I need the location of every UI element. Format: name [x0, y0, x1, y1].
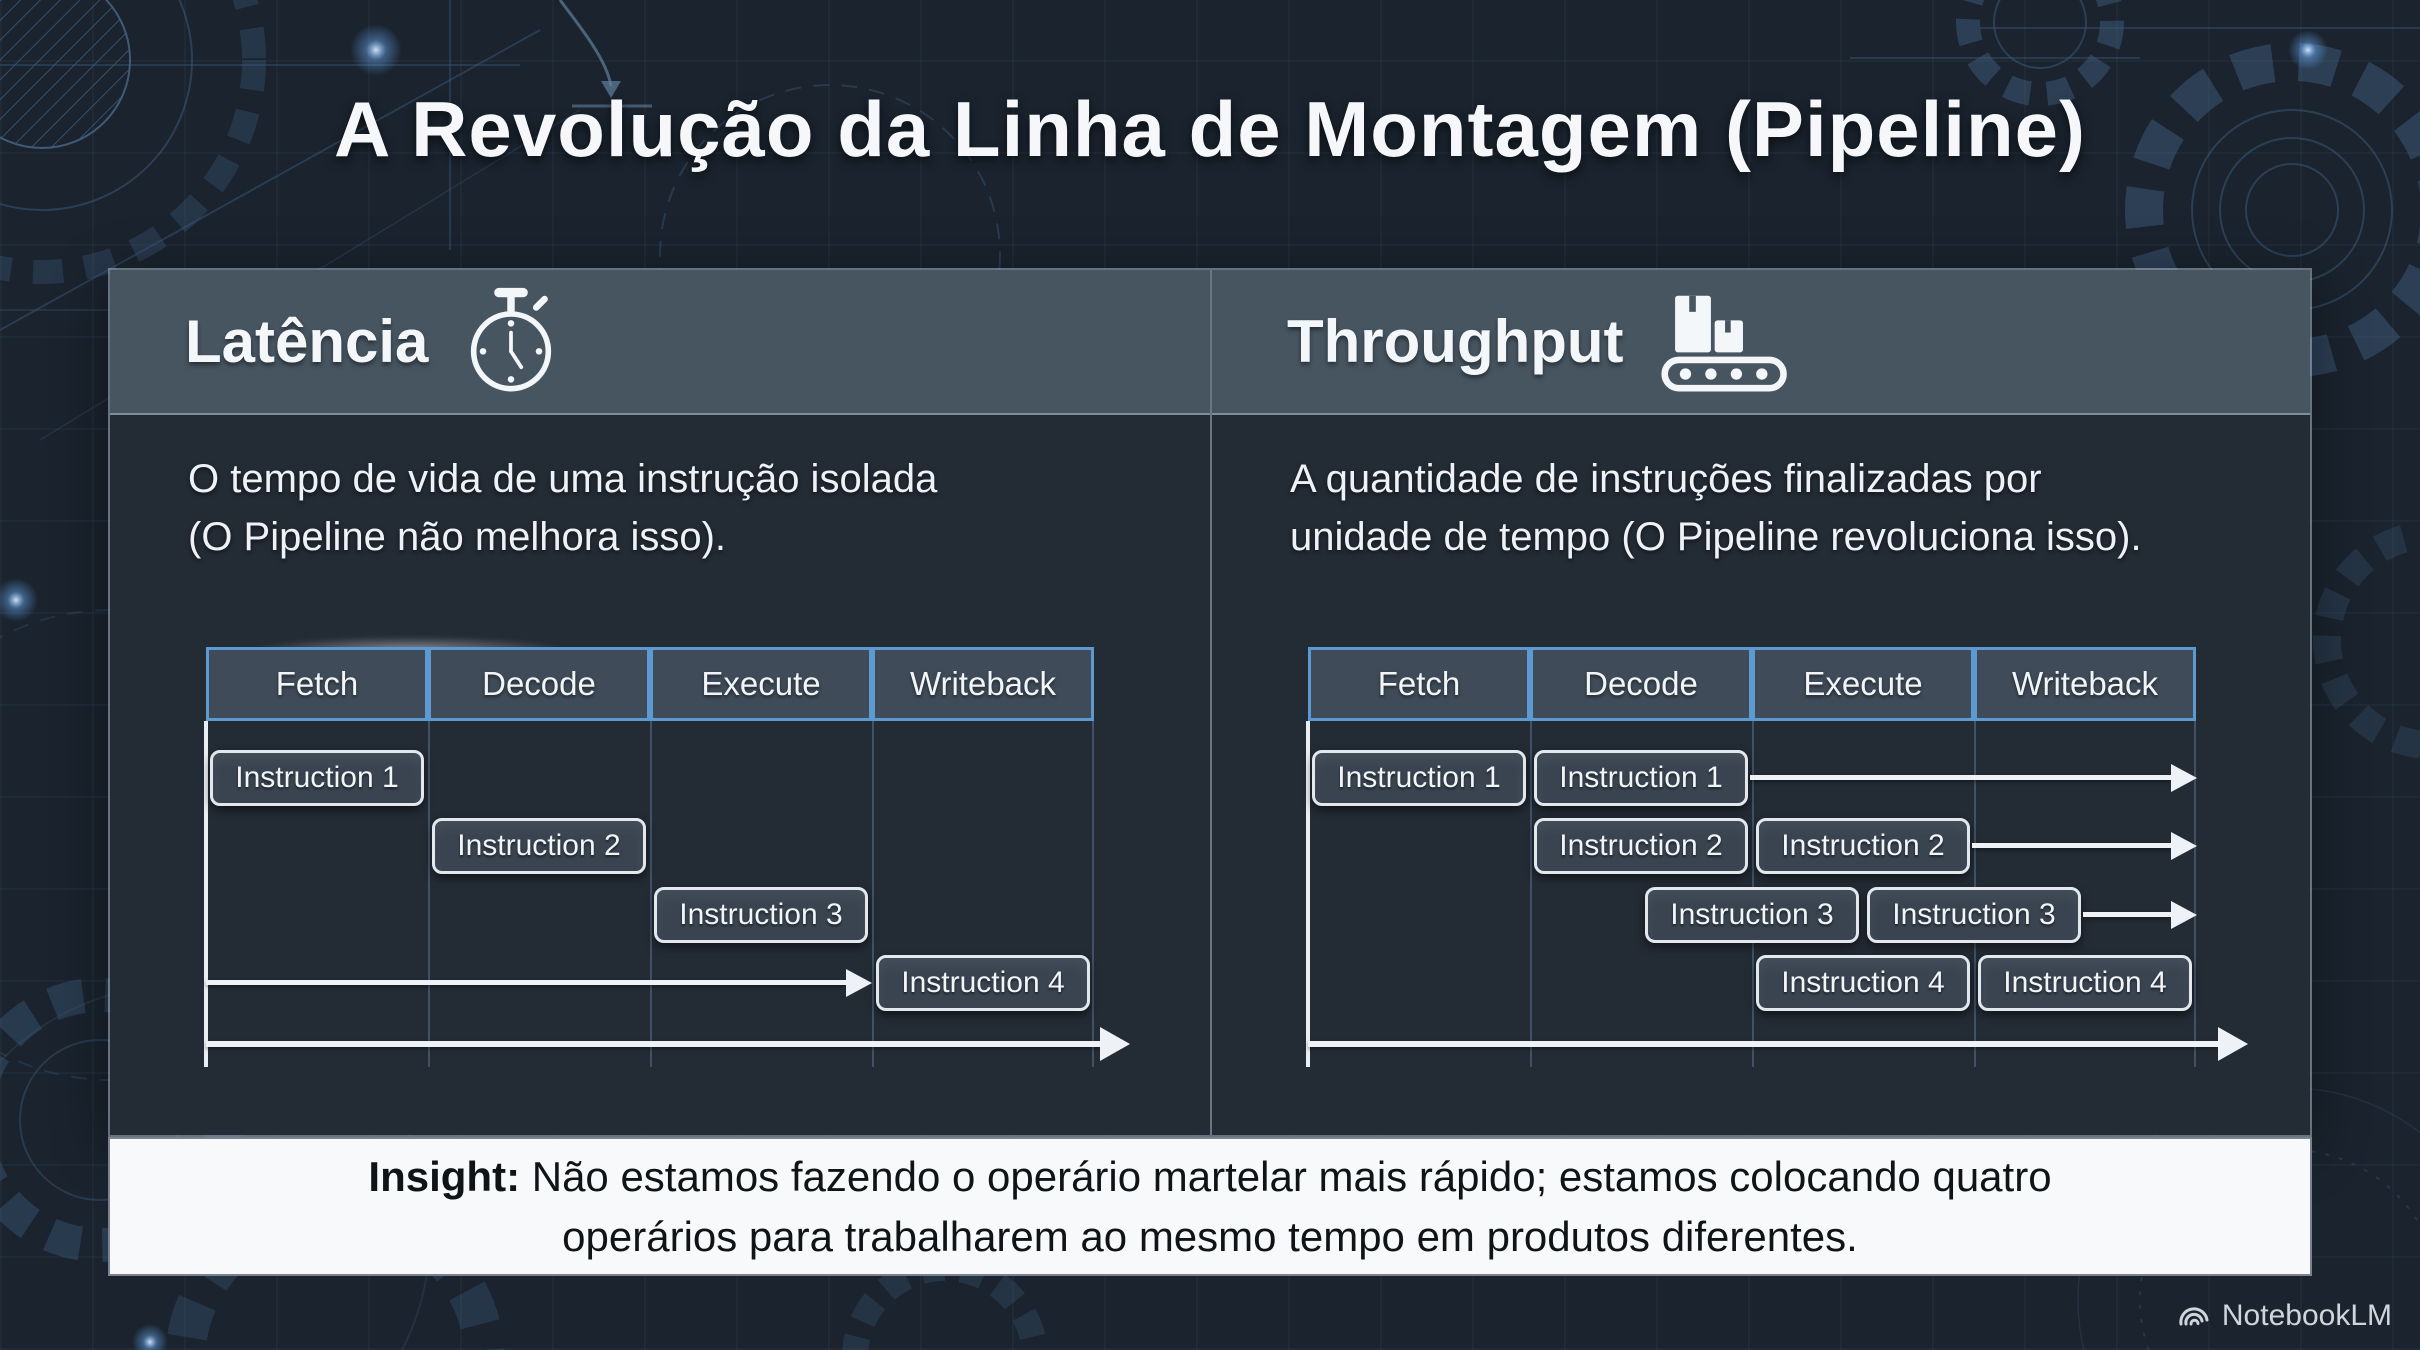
- notebooklm-logo: [2179, 1307, 2209, 1326]
- instruction-box: Instruction 3: [1645, 887, 1859, 943]
- instruction-box: Instruction 4: [1756, 955, 1970, 1011]
- throughput-panel: Throughput: [1210, 270, 2310, 1135]
- throughput-header: Throughput: [1212, 270, 2310, 415]
- throughput-stage-header: Fetch Decode Execute Writeback: [1308, 647, 2196, 721]
- time-axis-arrow: [1308, 1041, 2218, 1047]
- timeline-axis: [1306, 721, 1310, 1067]
- instruction-box: Instruction 4: [1978, 955, 2192, 1011]
- throughput-title: Throughput: [1287, 308, 1624, 375]
- instruction-box: Instruction 1: [1312, 750, 1526, 806]
- column-divider: [428, 721, 430, 1067]
- latency-panel: Latência O: [110, 270, 1210, 1135]
- latency-timeline: Instruction 1 Instruction 2 Instruction …: [204, 721, 1100, 1067]
- throughput-description-line2: unidade de tempo (O Pipeline revoluciona…: [1290, 515, 2142, 559]
- latency-description: O tempo de vida de uma instrução isolada…: [188, 450, 937, 566]
- pipeline-flow-arrow: [1972, 843, 2171, 848]
- column-divider: [2194, 721, 2196, 1067]
- throughput-description-line1: A quantidade de instruções finalizadas p…: [1290, 457, 2042, 501]
- throughput-description: A quantidade de instruções finalizadas p…: [1290, 450, 2142, 566]
- instruction-box: Instruction 4: [876, 955, 1090, 1011]
- page-title: A Revolução da Linha de Montagem (Pipeli…: [334, 85, 2086, 173]
- timeline-axis: [204, 721, 208, 1067]
- column-divider: [650, 721, 652, 1067]
- latency-header: Latência: [110, 270, 1210, 415]
- instruction-box: Instruction 3: [1867, 887, 2081, 943]
- insight-label: Insight:: [368, 1152, 521, 1200]
- instruction-box: Instruction 3: [654, 887, 868, 943]
- instruction-box: Instruction 1: [1534, 750, 1748, 806]
- stage-cell-execute: Execute: [650, 647, 872, 721]
- latency-flow-arrow: [206, 980, 846, 985]
- latency-title: Latência: [185, 308, 429, 375]
- latency-description-line1: O tempo de vida de uma instrução isolada: [188, 457, 938, 501]
- stage-cell-execute: Execute: [1752, 647, 1974, 721]
- instruction-box: Instruction 2: [432, 818, 646, 874]
- stage-cell-fetch: Fetch: [206, 647, 428, 721]
- column-divider: [1530, 721, 1532, 1067]
- instruction-box: Instruction 1: [210, 750, 424, 806]
- column-divider: [1092, 721, 1094, 1067]
- watermark-text: NotebookLM: [2221, 1299, 2392, 1332]
- stage-cell-fetch: Fetch: [1308, 647, 1530, 721]
- stage-cell-decode: Decode: [428, 647, 650, 721]
- notebooklm-watermark: NotebookLM: [2176, 1298, 2392, 1334]
- instruction-box: Instruction 2: [1756, 818, 1970, 874]
- latency-description-line2: (O Pipeline não melhora isso).: [188, 515, 727, 559]
- pipeline-flow-arrow: [2083, 912, 2171, 917]
- conveyor-belt-icon: [1660, 295, 1787, 391]
- stage-cell-decode: Decode: [1530, 647, 1752, 721]
- stage-cell-writeback: Writeback: [1974, 647, 2196, 721]
- latency-stage-header: Fetch Decode Execute Writeback: [206, 647, 1094, 721]
- column-divider: [872, 721, 874, 1067]
- insight-paragraph: Insight: Não estamos fazendo o operário …: [280, 1147, 2140, 1267]
- instruction-box: Instruction 2: [1534, 818, 1748, 874]
- stopwatch-icon: [471, 287, 552, 391]
- throughput-timeline: Instruction 1 Instruction 1 Instruction …: [1306, 721, 2218, 1067]
- insight-bar: Insight: Não estamos fazendo o operário …: [108, 1137, 2312, 1276]
- insight-text: Não estamos fazendo o operário martelar …: [531, 1152, 2052, 1260]
- time-axis-arrow: [206, 1041, 1100, 1047]
- pipeline-flow-arrow: [1750, 775, 2171, 780]
- comparison-card: Latência O: [108, 268, 2312, 1137]
- stage-cell-writeback: Writeback: [872, 647, 1094, 721]
